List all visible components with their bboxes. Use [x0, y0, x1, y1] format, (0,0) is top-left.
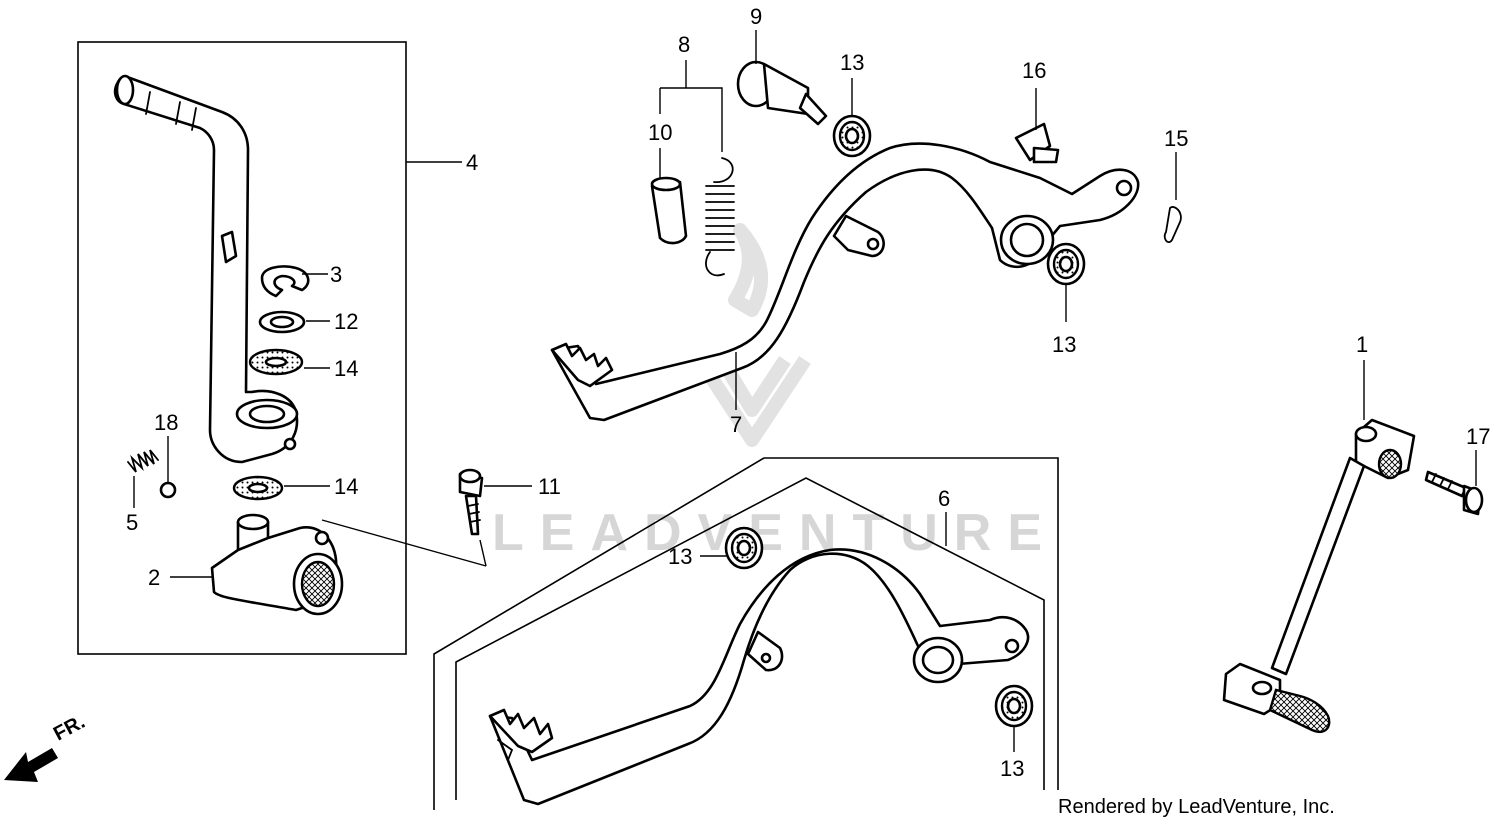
callout-10: 10 [648, 120, 672, 145]
watermark-logo [694, 223, 811, 447]
callout-9: 9 [750, 4, 762, 29]
bearing-13-lower-left [724, 526, 764, 570]
callout-13b: 13 [1052, 332, 1076, 357]
kickstarter-arm [113, 74, 299, 464]
kickstarter-spindle [210, 513, 344, 616]
callout-2: 2 [148, 565, 160, 590]
callout-5: 5 [126, 510, 138, 535]
callout-4: 4 [466, 150, 478, 175]
callout-14b: 14 [334, 474, 358, 499]
callout-11: 11 [538, 474, 561, 499]
pivot-bolt-9 [736, 60, 828, 126]
callout-labels: 1 2 3 4 5 6 7 8 9 10 11 12 13 13 13 13 1… [126, 4, 1490, 781]
brake-pedal-lower [488, 548, 1030, 806]
callout-7: 7 [730, 412, 742, 437]
callout-12: 12 [334, 309, 358, 334]
spring-and-ball [127, 449, 177, 499]
brake-pedal-group-frame [433, 457, 1059, 810]
bolt-17 [1424, 470, 1484, 516]
render-credit: Rendered by LeadVenture, Inc. [1058, 796, 1335, 818]
watermark-text: LEADVENTURE [492, 504, 1058, 562]
callout-13c: 13 [668, 544, 692, 569]
clip-16 [1014, 122, 1060, 164]
callout-13a: 13 [840, 50, 864, 75]
gearshift-pedal [1222, 418, 1416, 733]
callout-6: 6 [938, 486, 950, 511]
collar-10 [650, 176, 688, 245]
callout-8: 8 [678, 32, 690, 57]
front-direction-arrow [4, 748, 58, 782]
callout-13d: 13 [1000, 756, 1024, 781]
callout-18: 18 [154, 410, 178, 435]
bearing-13-lower-right [994, 684, 1034, 728]
callout-17: 17 [1466, 424, 1490, 449]
cotter-pin-15 [1163, 206, 1182, 243]
callout-14a: 14 [334, 356, 358, 381]
washer-stack [232, 265, 310, 501]
callout-16: 16 [1022, 58, 1046, 83]
brake-pedal [550, 142, 1140, 422]
kickstarter-frame [77, 41, 407, 655]
callout-15: 15 [1164, 126, 1188, 151]
bearing-13-right [1046, 242, 1086, 286]
bolt-11 [458, 468, 484, 536]
callout-3: 3 [330, 262, 342, 287]
bracket-8 [659, 60, 723, 152]
spring-8 [705, 157, 735, 277]
bearing-13-upper [832, 114, 872, 158]
callout-1: 1 [1356, 332, 1368, 357]
